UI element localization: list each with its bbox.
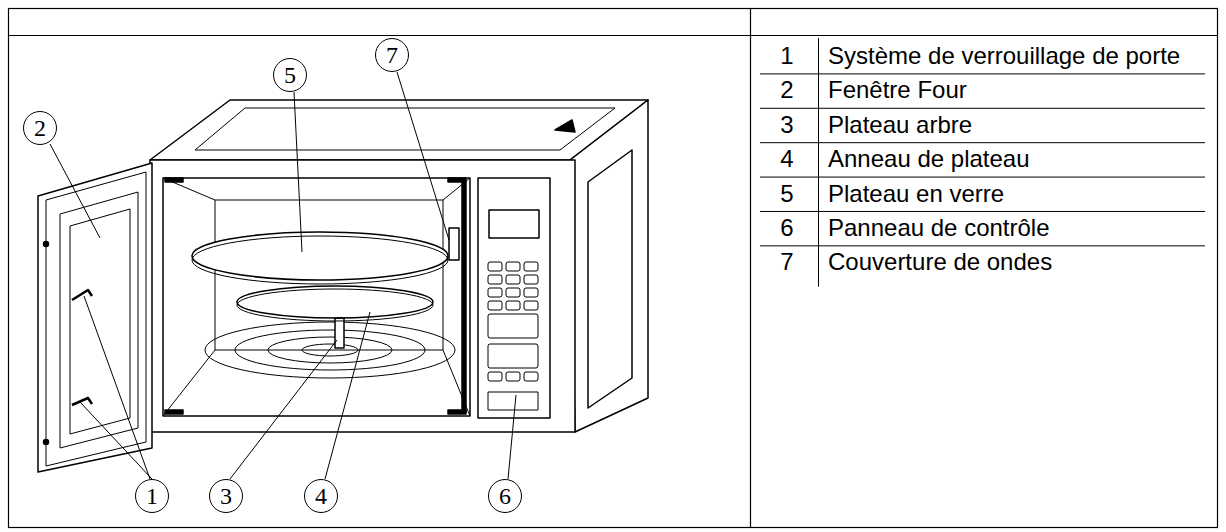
callout-number: 6 [488,479,522,513]
table-number: 4 [767,146,807,172]
display [489,210,539,238]
row-line [760,211,1205,212]
side-face [570,100,648,432]
table-text: Fenêtre Four [828,77,1206,103]
table-number: 1 [767,43,807,69]
table-number: 3 [767,112,807,138]
cavity-opening [163,178,470,416]
callout-number: 5 [273,58,307,92]
header-line [8,35,1218,36]
table-text: Système de verrouillage de porte [828,43,1206,69]
table-text: Plateau en verre [828,181,1206,207]
callout-number: 3 [209,479,243,513]
number-column-line [818,38,819,287]
door-latch [72,290,92,300]
row-line [760,73,1205,74]
turntable-shaft [335,318,344,348]
callout-text: 6 [499,484,511,508]
leader-lines [50,72,516,479]
callout-number: 4 [304,479,338,513]
frame [9,9,1218,528]
top-mark [555,120,575,132]
callout-number: 7 [375,38,409,72]
door-window [70,209,130,434]
row-line [760,177,1205,178]
top-face [150,100,648,160]
table-number: 2 [767,77,807,103]
row-line [760,245,1205,246]
control-panel [478,178,550,418]
callout-number: 2 [23,111,57,145]
table-text: Plateau arbre [828,112,1206,138]
glass-plate [192,232,448,280]
table-text: Anneau de plateau [828,146,1206,172]
row-line [760,108,1205,109]
callout-text: 3 [220,484,232,508]
callout-text: 5 [284,63,296,87]
table-text: Couverture de ondes [828,249,1206,275]
table-number: 5 [767,181,807,207]
callout-text: 7 [386,43,398,67]
side-vent [588,150,632,408]
door [38,163,152,472]
top-panel [195,108,615,150]
turntable-ring [237,286,433,318]
table-number: 7 [767,249,807,275]
callout-number: 1 [135,479,169,513]
callout-text: 2 [34,116,46,140]
callout-text: 1 [146,484,158,508]
front-face [150,160,575,432]
wave-cover [449,228,459,260]
door-release [488,392,538,410]
column-divider [750,8,751,528]
table-number: 6 [767,215,807,241]
callout-text: 4 [315,484,327,508]
table-text: Panneau de contrôle [828,215,1206,241]
row-line [760,142,1205,143]
